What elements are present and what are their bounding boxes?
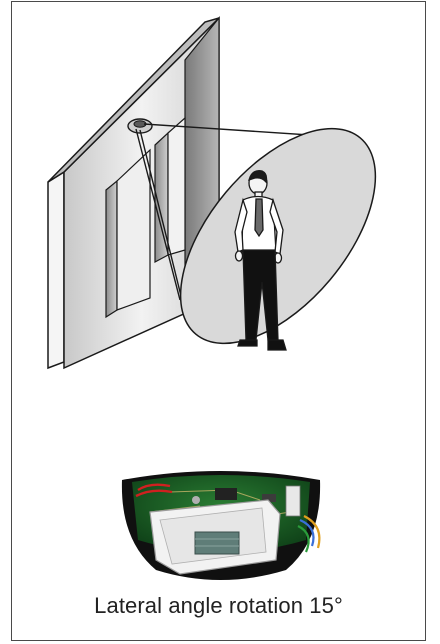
figure-caption: Lateral angle rotation 15° bbox=[11, 593, 426, 619]
sensor-board-photo bbox=[122, 471, 320, 580]
